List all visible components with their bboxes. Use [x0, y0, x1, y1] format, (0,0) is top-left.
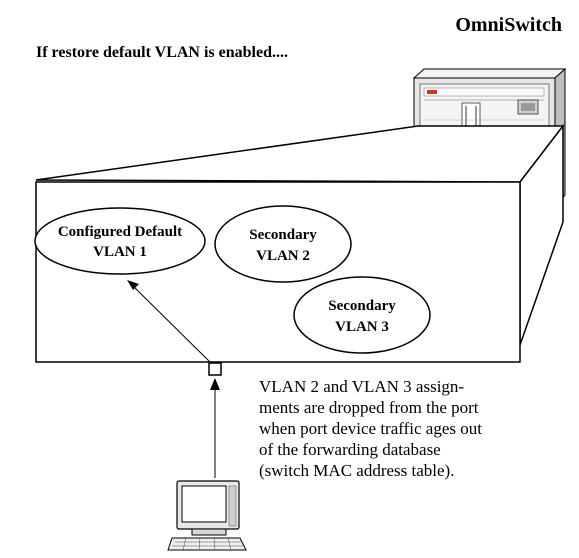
vlan-2-node: Secondary VLAN 2	[214, 205, 352, 283]
explanatory-note: VLAN 2 and VLAN 3 assign- ments are drop…	[259, 377, 482, 480]
note-line-1: VLAN 2 and VLAN 3 assign-	[259, 377, 464, 396]
vlan-1-label-line1: Configured Default	[58, 224, 182, 240]
vlan-3-label-line2: VLAN 3	[335, 319, 389, 335]
vlan-1-node: Configured Default VLAN 1	[34, 207, 206, 275]
vlan-3-label-line1: Secondary	[328, 298, 396, 314]
note-line-2: ments are dropped from the port	[259, 398, 479, 417]
note-line-4: of the forwarding database	[259, 440, 441, 459]
vlan-1-label-line2: VLAN 1	[93, 244, 147, 260]
diagram-subtitle: If restore default VLAN is enabled....	[36, 44, 288, 61]
switch-title: OmniSwitch	[455, 14, 562, 36]
projection-wedge	[35, 123, 565, 346]
note-line-5: (switch MAC address table).	[259, 461, 454, 480]
vlan-2-label-line1: Secondary	[249, 227, 317, 243]
switch-port-icon	[208, 362, 222, 376]
workstation-computer-icon	[167, 480, 247, 551]
note-line-3: when port device traffic ages out	[259, 419, 482, 438]
port-to-vlan1-arrow	[127, 280, 212, 364]
vlan-2-label-line2: VLAN 2	[256, 248, 310, 264]
vlan-3-node: Secondary VLAN 3	[293, 276, 431, 354]
workstation-to-port-arrow	[210, 378, 220, 478]
